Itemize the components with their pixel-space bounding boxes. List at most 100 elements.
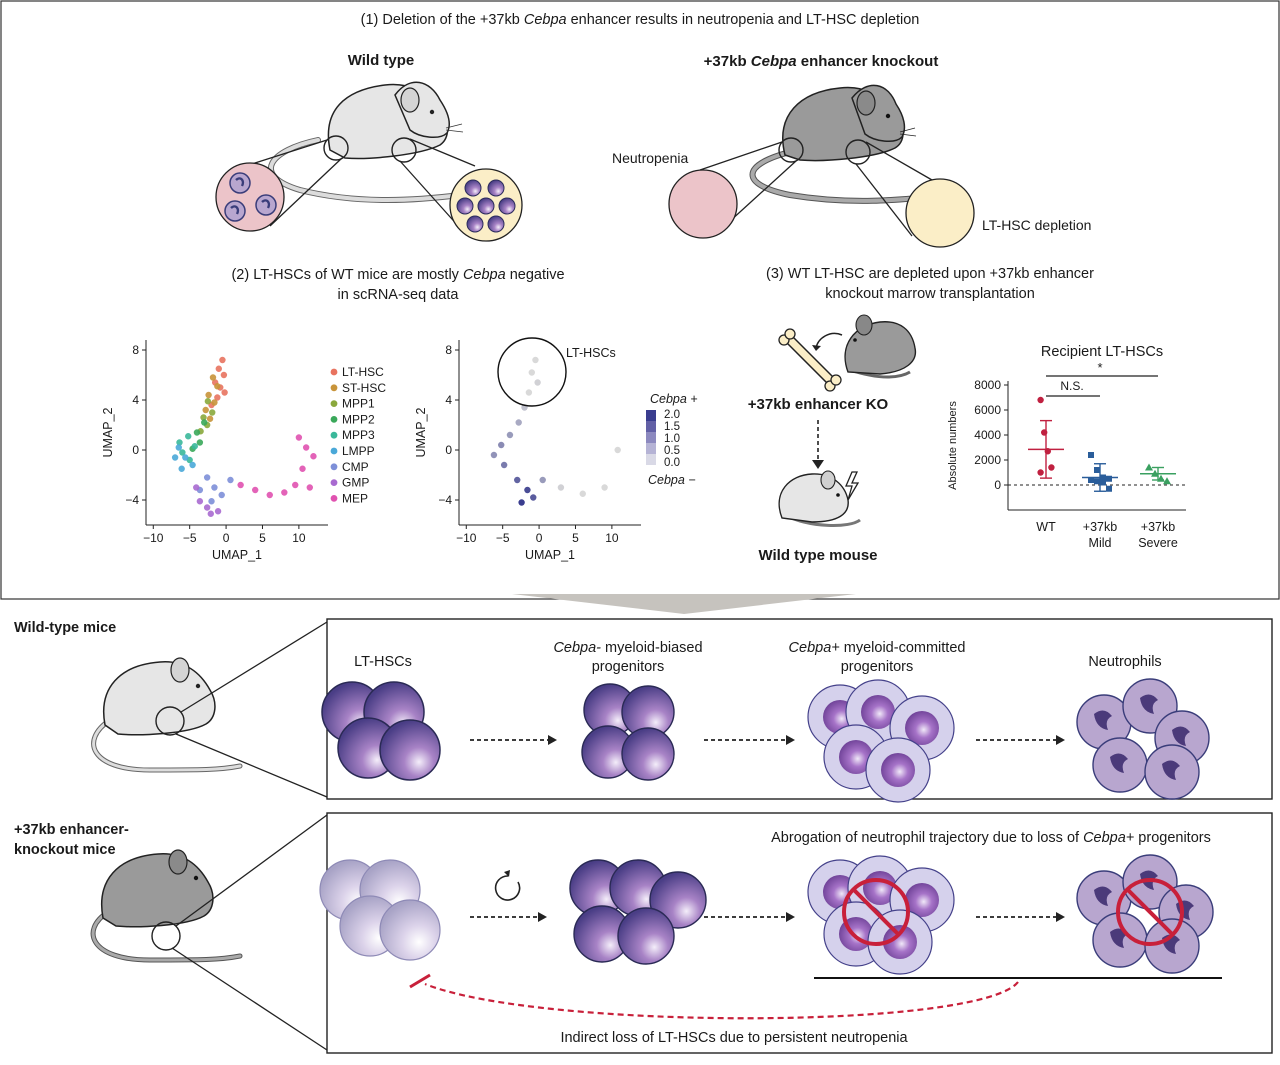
top-panel-frame — [0, 0, 1280, 600]
data-point — [1094, 467, 1100, 473]
cebpa-point — [518, 499, 525, 506]
recipient-mouse-illustration — [778, 470, 861, 527]
data-point — [1037, 469, 1044, 476]
stage-neutrophils-label: Neutrophils — [1088, 654, 1161, 670]
legend-label: ST-HSC — [342, 381, 386, 395]
wt-row-label: Wild-type mice — [14, 620, 116, 636]
lthsc-callout-circle — [497, 337, 567, 407]
legend-label: LMPP — [342, 444, 375, 458]
colorbar-tick-0: 2.0 — [664, 409, 680, 421]
umap-point-mpp3 — [191, 443, 198, 450]
umap-point-mpp3 — [185, 433, 192, 440]
x-axis-label: UMAP_1 — [212, 548, 262, 562]
wt-cebpa-pos-cluster — [807, 679, 955, 803]
x-tick-label: 5 — [259, 531, 266, 545]
stage-cebpa-neg-label: Cebpa- myeloid-biased — [553, 640, 702, 656]
curved-arrow-icon — [815, 332, 843, 349]
umap-point-gmp — [196, 498, 204, 505]
stage-cebpa-pos-label: Cebpa+ myeloid-committed — [789, 640, 966, 656]
y-axis-label: Absolute numbers — [947, 401, 959, 490]
wt-lower-zoom — [155, 706, 185, 736]
recipient-label: Wild type mouse — [758, 547, 877, 564]
ko-row-label: +37kb enhancer- — [14, 822, 129, 838]
umap-point-cmp — [218, 491, 225, 499]
legend-marker — [330, 495, 338, 502]
umap-point-mep — [292, 481, 299, 489]
wt-lthsc-cluster — [321, 681, 441, 781]
legend-label: LT-HSC — [342, 365, 384, 379]
lthsc-depletion-bubble — [905, 178, 975, 248]
y-axis-label: UMAP_2 — [414, 407, 428, 457]
cebpa-point — [498, 441, 505, 449]
wt-zoom-circle-b — [391, 137, 417, 163]
panel3-title-line2: knockout marrow transplantation — [825, 286, 1035, 302]
y-tick-label: 8 — [132, 343, 139, 357]
y-tick-label: 4000 — [974, 428, 1001, 442]
data-point — [1100, 474, 1106, 481]
umap-point-st-hsc — [202, 406, 209, 414]
cebpa-point — [514, 476, 521, 484]
cebpa-point — [557, 484, 565, 491]
x-tick-label: −5 — [183, 531, 197, 545]
data-point — [1145, 463, 1153, 471]
ko-row-frame — [326, 812, 1273, 1054]
umap-point-cmp — [203, 474, 211, 481]
data-point — [1088, 452, 1094, 458]
inhibition-bar-end — [409, 973, 431, 989]
data-point — [1106, 485, 1112, 492]
umap-point-mpp2 — [201, 419, 208, 426]
y-tick-label: 8000 — [974, 378, 1001, 392]
legend-label: MEP — [342, 491, 368, 505]
y-tick-label: −4 — [438, 493, 452, 507]
panel1-title: (1) Deletion of the +37kb Cebpa enhancer… — [361, 12, 920, 28]
umap-point-mep — [252, 486, 259, 494]
stage-lthsc-label: LT-HSCs — [354, 654, 412, 670]
irradiation-bolt-icon — [845, 471, 860, 501]
umap-point-gmp — [214, 508, 222, 515]
panel3-title-line1: (3) WT LT-HSC are depleted upon +37kb en… — [766, 266, 1094, 282]
umap-point-gmp — [193, 484, 200, 491]
umap-point-lmpp — [182, 454, 189, 461]
umap-point-st-hsc — [205, 391, 212, 399]
stage-cebpa-neg-label-line2: progenitors — [592, 659, 665, 675]
abrogation-text: Abrogation of neutrophil trajectory due … — [771, 830, 1211, 846]
wt-neutrophils-in-blood — [224, 172, 277, 222]
wt-lthsc-cells — [456, 179, 516, 233]
ko-trajectory-arrows — [470, 912, 1065, 922]
data-point — [1163, 477, 1171, 485]
y-tick-label: 0 — [132, 443, 139, 457]
legend-marker — [330, 431, 338, 439]
cebpa-point — [515, 419, 522, 426]
umap-point-cmp — [208, 498, 215, 505]
ko-mouse-illustration — [749, 84, 943, 204]
wt-trajectory-arrows — [470, 735, 1065, 745]
prohibited-icon — [842, 878, 910, 946]
wt-lower-mouse — [91, 657, 243, 773]
ko-pale-lthsc-cluster — [319, 859, 441, 961]
legend-marker — [330, 447, 338, 455]
legend-marker — [330, 400, 338, 407]
umap-point-mep — [310, 453, 317, 460]
ko-zoom-circle-a — [778, 137, 804, 163]
legend-marker — [330, 416, 338, 423]
colorbar-tick-4: 0.0 — [664, 457, 680, 469]
knockout-label: +37kb Cebpa enhancer knockout — [704, 53, 939, 70]
x-axis-label: UMAP_1 — [525, 548, 575, 562]
legend-label: MPP1 — [342, 397, 375, 411]
umap-point-gmp — [207, 510, 214, 517]
umap-point-mep — [302, 444, 310, 451]
lthsc-callout-label: LT-HSCs — [566, 346, 616, 360]
wt-zoom-circle-a — [323, 135, 349, 161]
y-tick-label: 8 — [445, 343, 452, 357]
umap-point-lmpp — [175, 444, 182, 451]
legend-marker — [330, 479, 338, 486]
umap-point-lt-hsc — [214, 394, 221, 401]
wt-mouse-illustration — [267, 81, 464, 203]
significance-label-star: * — [1097, 360, 1102, 375]
umap-point-cmp — [227, 476, 234, 484]
legend-label: CMP — [342, 460, 369, 474]
x-tick-label: −5 — [496, 531, 510, 545]
